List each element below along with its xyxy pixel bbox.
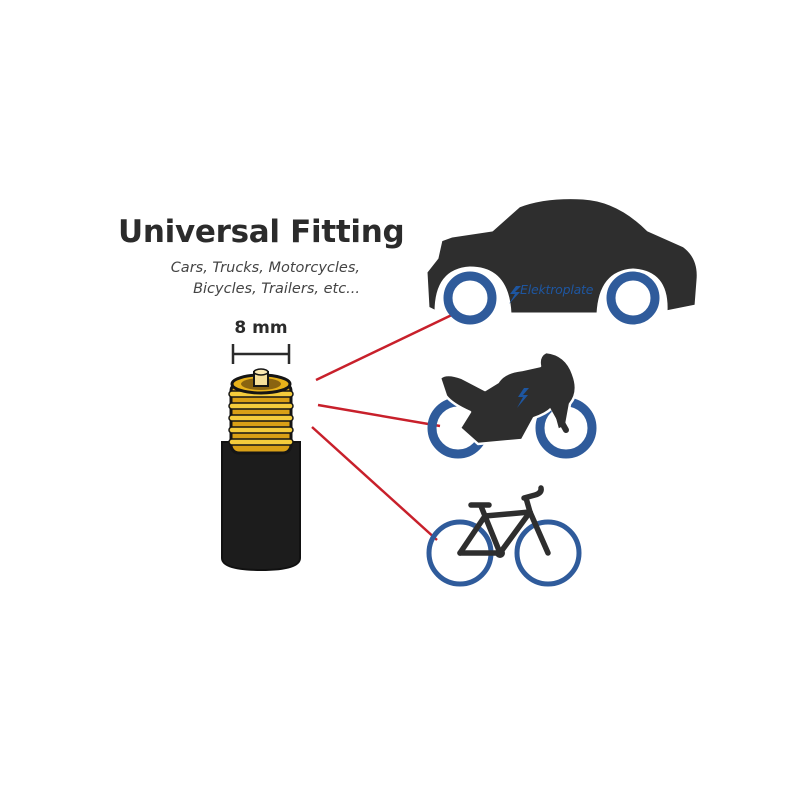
page-title: Universal Fitting — [118, 214, 405, 250]
car-rear-wheel — [443, 271, 497, 325]
car-brand-label: Elektroplate — [520, 282, 594, 297]
dimension-marker — [231, 344, 291, 364]
bicycle-silhouette — [426, 485, 582, 587]
bicycle-front-wheel — [514, 519, 582, 587]
subtitle: Cars, Trucks, Motorcycles, Bicycles, Tra… — [150, 258, 360, 300]
connector-to-bicycle — [311, 426, 438, 541]
car-front-wheel — [606, 271, 660, 325]
valve-extension — [221, 368, 301, 572]
car-silhouette — [424, 196, 700, 325]
lightning-icon — [509, 286, 521, 304]
valve-thread — [228, 368, 294, 455]
connector-to-motorcycle — [317, 403, 441, 428]
dimension-label: 8 mm — [234, 318, 288, 338]
connector-lines — [311, 310, 459, 541]
motorcycle-silhouette — [427, 350, 597, 459]
connector-to-car — [315, 310, 459, 382]
lightning-icon — [517, 388, 529, 408]
subtitle-line-2: Bicycles, Trailers, etc... — [193, 281, 360, 297]
subtitle-line-1: Cars, Trucks, Motorcycles, — [170, 260, 360, 276]
